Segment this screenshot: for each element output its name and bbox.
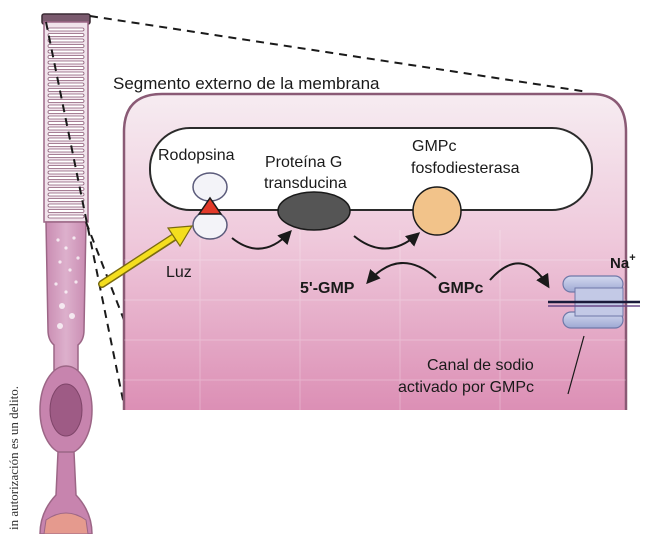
sodium-charge: + xyxy=(629,252,635,264)
membrane-disc xyxy=(149,127,593,211)
sodium-symbol: Na xyxy=(610,255,630,272)
rod-disc xyxy=(47,198,85,202)
arrow-cgmp-to-channel xyxy=(489,262,550,289)
rod-disc xyxy=(47,192,85,197)
rod-disc xyxy=(47,148,85,153)
rod-disc xyxy=(47,209,85,213)
rod-disc xyxy=(47,126,85,131)
cgmp-label: GMPc xyxy=(438,280,483,297)
rod-disc xyxy=(47,132,85,136)
rod-disc xyxy=(47,137,85,142)
rhodopsin-label: Rodopsina xyxy=(158,147,235,164)
five-gmp-label: 5'-GMP xyxy=(300,280,355,297)
light-label: Luz xyxy=(166,264,192,281)
rod-axon xyxy=(39,451,93,534)
rod-synaptic-terminal xyxy=(43,512,89,534)
rod-inner-segment xyxy=(45,221,87,371)
rod-disc xyxy=(47,49,85,54)
g-protein-transducin xyxy=(277,191,351,231)
copyright-side-notice: in autorización es un delito. xyxy=(6,386,21,530)
rod-disc xyxy=(47,82,85,87)
rod-disc xyxy=(47,110,85,114)
arrow-cgmp-to-5gmp xyxy=(366,262,437,285)
channel-leader-line xyxy=(567,335,585,395)
rod-disc xyxy=(47,214,85,219)
g-protein-label-line1: Proteína G xyxy=(265,154,342,171)
arrow-g-protein-to-pde xyxy=(353,232,421,250)
channel-label-line1: Canal de sodio xyxy=(427,357,534,374)
pde-label-line1: GMPc xyxy=(412,138,456,155)
light-arrow xyxy=(98,225,194,288)
rod-disc xyxy=(47,38,85,43)
rod-disc xyxy=(47,27,85,32)
sodium-channel xyxy=(548,275,640,329)
rhodopsin xyxy=(192,172,228,240)
zoom-lines xyxy=(45,15,589,406)
rod-disc-stack xyxy=(47,27,85,219)
rod-disc xyxy=(47,77,85,81)
rod-disc xyxy=(47,159,85,164)
rod-disc xyxy=(47,143,85,147)
rod-cell xyxy=(39,13,93,534)
rod-disc xyxy=(47,60,85,65)
rod-disc xyxy=(47,154,85,158)
rod-disc xyxy=(47,88,85,92)
rod-disc xyxy=(47,55,85,59)
arrow-rhodopsin-to-g-protein xyxy=(231,229,292,250)
rod-disc xyxy=(47,71,85,76)
rod-disc xyxy=(47,187,85,191)
rod-disc xyxy=(47,44,85,48)
rod-disc xyxy=(47,93,85,98)
background-grid xyxy=(124,230,626,410)
channel-label-line2: activado por GMPc xyxy=(398,379,534,396)
rod-nucleus xyxy=(49,383,83,437)
g-protein-label-line2: transducina xyxy=(264,175,347,192)
retinal-triangle xyxy=(197,196,223,215)
rod-disc xyxy=(47,66,85,70)
rod-disc xyxy=(47,99,85,103)
sodium-label: Na+ xyxy=(610,252,636,272)
rod-disc xyxy=(47,181,85,186)
rod-mitochondria xyxy=(54,236,80,329)
rod-disc xyxy=(47,33,85,37)
rod-disc xyxy=(47,203,85,208)
rod-disc xyxy=(47,165,85,169)
pde-label-line2: fosfodiesterasa xyxy=(411,160,520,177)
rod-disc xyxy=(47,170,85,175)
rod-disc xyxy=(47,176,85,180)
rod-disc xyxy=(47,104,85,109)
section-title: Segmento externo de la membrana xyxy=(113,74,380,93)
cgmp-phosphodiesterase xyxy=(412,186,462,236)
